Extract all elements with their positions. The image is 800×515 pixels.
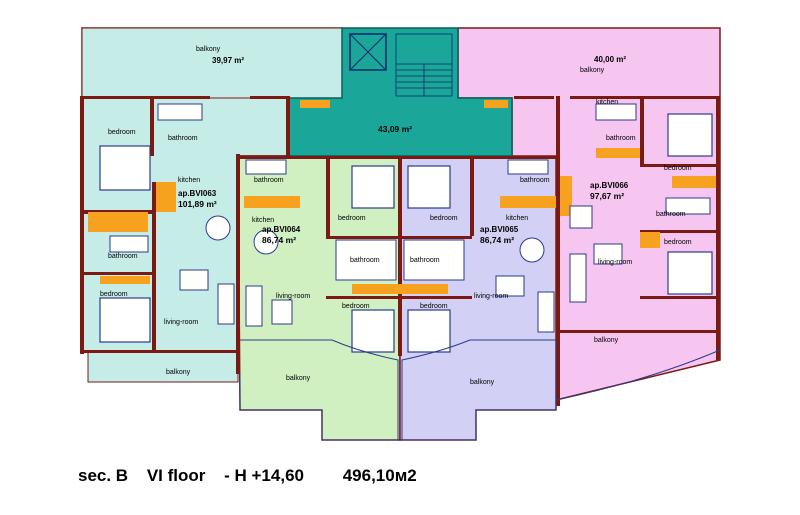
dining-table-063 — [205, 215, 231, 241]
furniture — [88, 100, 716, 353]
unit-063-area: 101,89 m² — [178, 199, 217, 209]
balcony-063-label: balkony — [166, 369, 191, 376]
balcony-065-bottom — [401, 339, 557, 441]
unit-064-area: 86,74 m² — [262, 235, 296, 245]
dining-table-065 — [519, 237, 545, 263]
bed-063-b — [99, 297, 151, 343]
bed-065-b — [407, 309, 451, 353]
bed-064-b — [351, 309, 395, 353]
balcony-right-area: 40,00 m² — [594, 55, 626, 64]
bathroom-066-b-label: bathroom — [656, 211, 686, 218]
unit-066-area: 97,67 m² — [590, 191, 624, 201]
common-area-label: 43,09 m² — [378, 124, 412, 134]
bathroom-063-b-label: bathroom — [108, 253, 138, 260]
bedroom-063-b-label: bedroom — [100, 291, 128, 298]
kitchen-064-label: kitchen — [252, 217, 274, 224]
bathroom-065-b-label: bathroom — [410, 257, 440, 264]
balcony-left-label: balkony — [196, 46, 221, 53]
bedroom-063-a-label: bedroom — [108, 129, 136, 136]
bathroom-066-a-label: bathroom — [606, 135, 636, 142]
living-066-label: living-room — [598, 259, 632, 266]
bed-066-b — [667, 251, 713, 295]
living-064-label: living-room — [276, 293, 310, 300]
balcony-066-label: balkony — [594, 337, 619, 344]
dining-table-064 — [253, 229, 279, 255]
unit-065-id: ap.BVI065 — [480, 225, 519, 234]
bed-065-a — [407, 165, 451, 209]
balcony-066-bottom-curve — [555, 349, 721, 401]
walls — [80, 96, 720, 406]
caption-height: - H +14,60 — [224, 466, 304, 485]
bedroom-064-a-label: bedroom — [338, 215, 366, 222]
caption-total-area: 496,10м2 — [342, 466, 417, 485]
bathroom-064-label: bathroom — [254, 177, 284, 184]
unit-063-id: ap.BVI063 — [178, 189, 217, 198]
bed-066-a — [667, 113, 713, 157]
bedroom-064-b-label: bedroom — [342, 303, 370, 310]
balcony-064-label: balkony — [286, 375, 311, 382]
floor-plan: 43,09 m² — [80, 27, 721, 441]
kitchen-063-label: kitchen — [178, 177, 200, 184]
caption-section: sec. B — [78, 466, 129, 485]
bed-064-a — [351, 165, 395, 209]
balcony-left-area: 39,97 m² — [212, 56, 244, 65]
balcony-right-label: balkony — [580, 67, 605, 74]
kitchen-066-label: kitchen — [596, 99, 618, 106]
dining-table-066 — [569, 205, 593, 229]
living-065-label: living-room — [474, 293, 508, 300]
unit-065-area: 86,74 m² — [480, 235, 514, 245]
unit-066-id: ap.BVI066 — [590, 181, 629, 190]
bedroom-066-b-label: bedroom — [664, 239, 692, 246]
bedroom-065-a-label: bedroom — [430, 215, 458, 222]
bathroom-063-a-label: bathroom — [168, 135, 198, 142]
balcony-065-label: balkony — [470, 379, 495, 386]
floor-caption: sec. B VI floor - H +14,60 496,10м2 — [78, 466, 778, 490]
balcony-064-bottom — [239, 339, 399, 441]
bathroom-064-b-label: bathroom — [350, 257, 380, 264]
bedroom-066-a-label: bedroom — [664, 165, 692, 172]
kitchen-065-label: kitchen — [506, 215, 528, 222]
living-063-label: living-room — [164, 319, 198, 326]
bed-063-a — [99, 145, 151, 191]
bathroom-065-label: bathroom — [520, 177, 550, 184]
balcony-063-bottom — [87, 351, 239, 383]
bedroom-065-b-label: bedroom — [420, 303, 448, 310]
unit-064-id: ap.BVI064 — [262, 225, 301, 234]
staircase — [395, 33, 453, 97]
caption-floor: VI floor — [146, 466, 206, 485]
